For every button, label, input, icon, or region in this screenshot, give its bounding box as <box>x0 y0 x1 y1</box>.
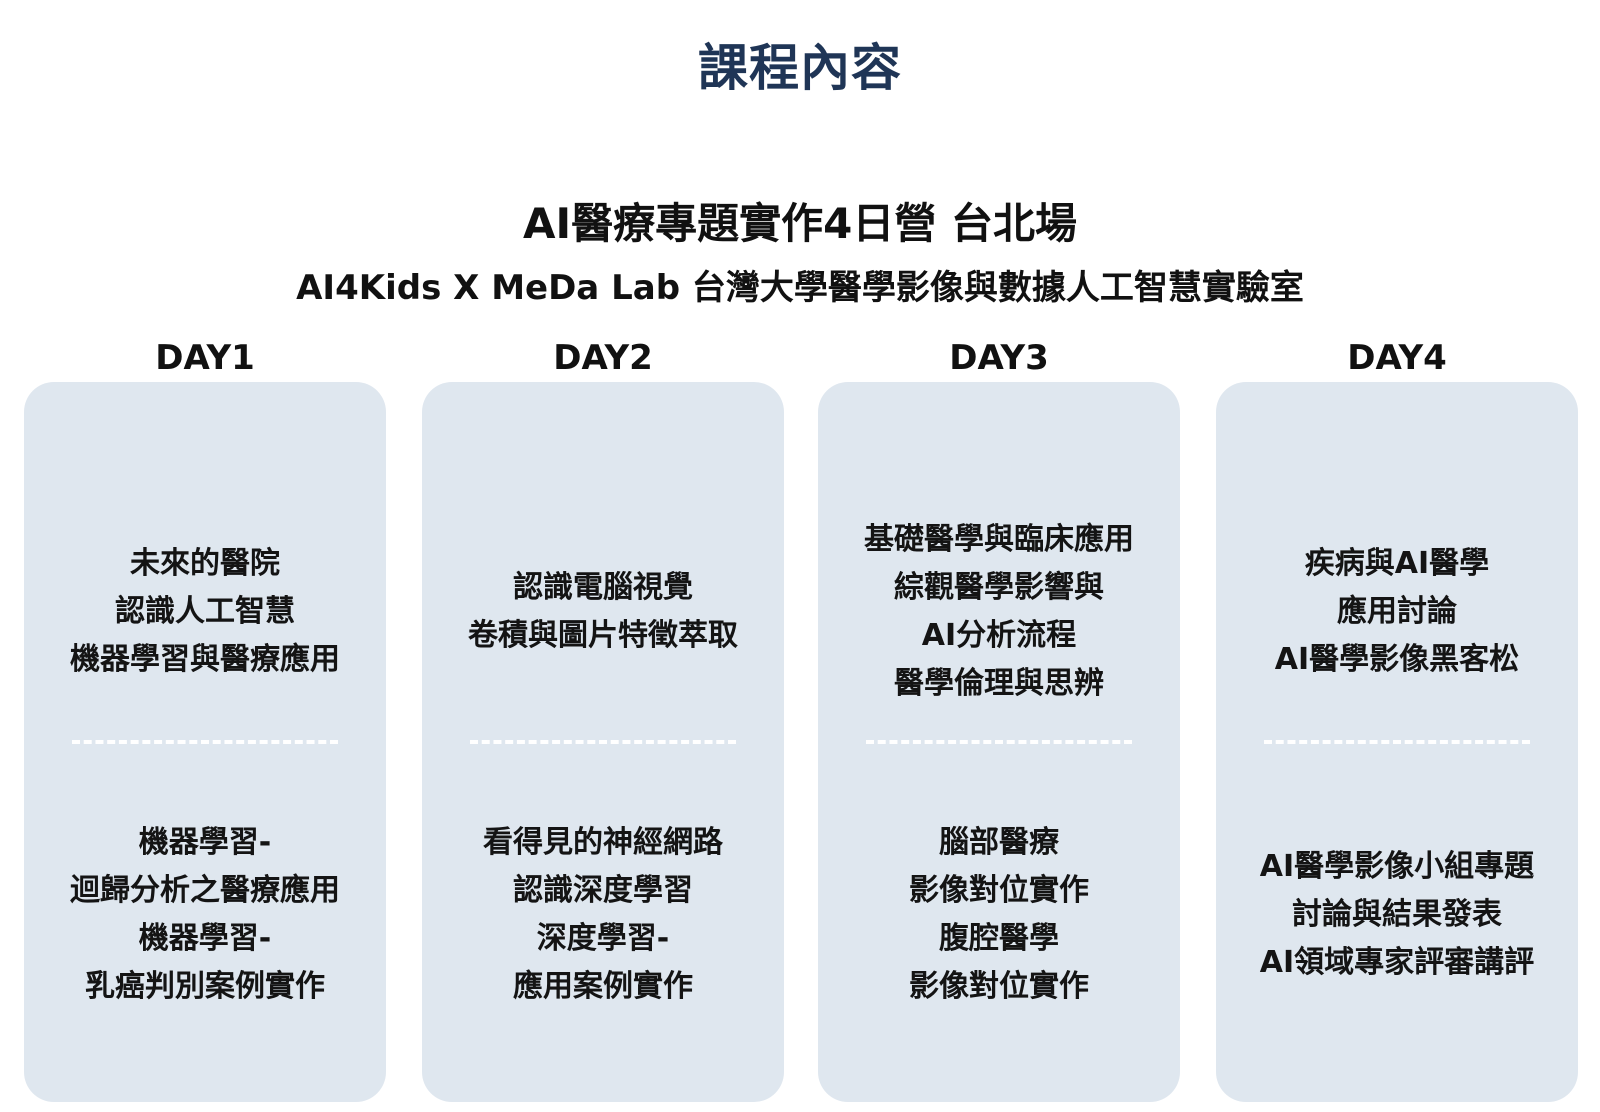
topic-line: 機器學習與醫療應用 <box>70 642 340 677</box>
topic-line: 認識人工智慧 <box>115 594 295 629</box>
program-subtitle: AI4Kids X MeDa Lab 台灣大學醫學影像與數據人工智慧實驗室 <box>296 268 1304 308</box>
dashed-divider <box>1264 740 1530 744</box>
topic-line: AI領域專家評審講評 <box>1259 945 1535 980</box>
topic-line: 綜觀醫學影響與 <box>894 570 1104 605</box>
topic-line: 深度學習- <box>536 921 670 956</box>
day-column-1: DAY1 未來的醫院 認識人工智慧 機器學習與醫療應用 機器學習- 迴歸分析之醫… <box>24 338 386 1102</box>
day-card: 基礎醫學與臨床應用 綜觀醫學影響與 AI分析流程 醫學倫理與思辨 腦部醫療 影像… <box>818 382 1180 1102</box>
topic-line: 影像對位實作 <box>909 873 1089 908</box>
day-topics-morning: 疾病與AI醫學 應用討論 AI醫學影像黑客松 <box>1216 482 1578 742</box>
topic-line: 應用討論 <box>1337 594 1457 629</box>
topic-line: 醫學倫理與思辨 <box>894 666 1104 701</box>
topic-line: 認識深度學習 <box>513 873 693 908</box>
day-label: DAY2 <box>553 338 653 378</box>
day-card: 未來的醫院 認識人工智慧 機器學習與醫療應用 機器學習- 迴歸分析之醫療應用 機… <box>24 382 386 1102</box>
topic-line: 影像對位實作 <box>909 969 1089 1004</box>
topic-line: AI醫學影像黑客松 <box>1274 642 1520 677</box>
topic-line: 卷積與圖片特徵萃取 <box>468 618 738 653</box>
day-topics-morning: 基礎醫學與臨床應用 綜觀醫學影響與 AI分析流程 醫學倫理與思辨 <box>818 482 1180 742</box>
day-topics-afternoon: AI醫學影像小組專題 討論與結果發表 AI領域專家評審講評 <box>1216 790 1578 1040</box>
topic-line: 乳癌判別案例實作 <box>85 969 325 1004</box>
day-topics-morning: 認識電腦視覺 卷積與圖片特徵萃取 <box>422 482 784 742</box>
topic-line: 腦部醫療 <box>939 825 1059 860</box>
day-topics-afternoon: 機器學習- 迴歸分析之醫療應用 機器學習- 乳癌判別案例實作 <box>24 790 386 1040</box>
topic-line: 看得見的神經網路 <box>483 825 723 860</box>
day-topics-morning: 未來的醫院 認識人工智慧 機器學習與醫療應用 <box>24 482 386 742</box>
day-topics-afternoon: 看得見的神經網路 認識深度學習 深度學習- 應用案例實作 <box>422 790 784 1040</box>
day-column-4: DAY4 疾病與AI醫學 應用討論 AI醫學影像黑客松 AI醫學影像小組專題 討… <box>1216 338 1578 1102</box>
topic-line: 腹腔醫學 <box>939 921 1059 956</box>
topic-line: 應用案例實作 <box>513 969 693 1004</box>
topic-line: 認識電腦視覺 <box>513 570 693 605</box>
day-column-3: DAY3 基礎醫學與臨床應用 綜觀醫學影響與 AI分析流程 醫學倫理與思辨 腦部… <box>818 338 1180 1102</box>
topic-line: 機器學習- <box>138 921 272 956</box>
dashed-divider <box>72 740 338 744</box>
program-title: AI醫療專題實作4日營 台北場 <box>523 199 1077 248</box>
section-title: 課程內容 <box>698 39 902 97</box>
topic-line: 討論與結果發表 <box>1292 897 1502 932</box>
day-label: DAY3 <box>949 338 1049 378</box>
topic-line: AI分析流程 <box>921 618 1077 653</box>
topic-line: AI醫學影像小組專題 <box>1259 849 1535 884</box>
day-topics-afternoon: 腦部醫療 影像對位實作 腹腔醫學 影像對位實作 <box>818 790 1180 1040</box>
dashed-divider <box>866 740 1132 744</box>
dashed-divider <box>470 740 736 744</box>
day-label: DAY1 <box>155 338 255 378</box>
topic-line: 機器學習- <box>138 825 272 860</box>
day-column-2: DAY2 認識電腦視覺 卷積與圖片特徵萃取 看得見的神經網路 認識深度學習 深度… <box>422 338 784 1102</box>
topic-line: 基礎醫學與臨床應用 <box>864 522 1134 557</box>
day-label: DAY4 <box>1347 338 1447 378</box>
day-card: 疾病與AI醫學 應用討論 AI醫學影像黑客松 AI醫學影像小組專題 討論與結果發… <box>1216 382 1578 1102</box>
day-card: 認識電腦視覺 卷積與圖片特徵萃取 看得見的神經網路 認識深度學習 深度學習- 應… <box>422 382 784 1102</box>
topic-line: 疾病與AI醫學 <box>1304 546 1490 581</box>
topic-line: 迴歸分析之醫療應用 <box>70 873 340 908</box>
topic-line: 未來的醫院 <box>130 546 280 581</box>
